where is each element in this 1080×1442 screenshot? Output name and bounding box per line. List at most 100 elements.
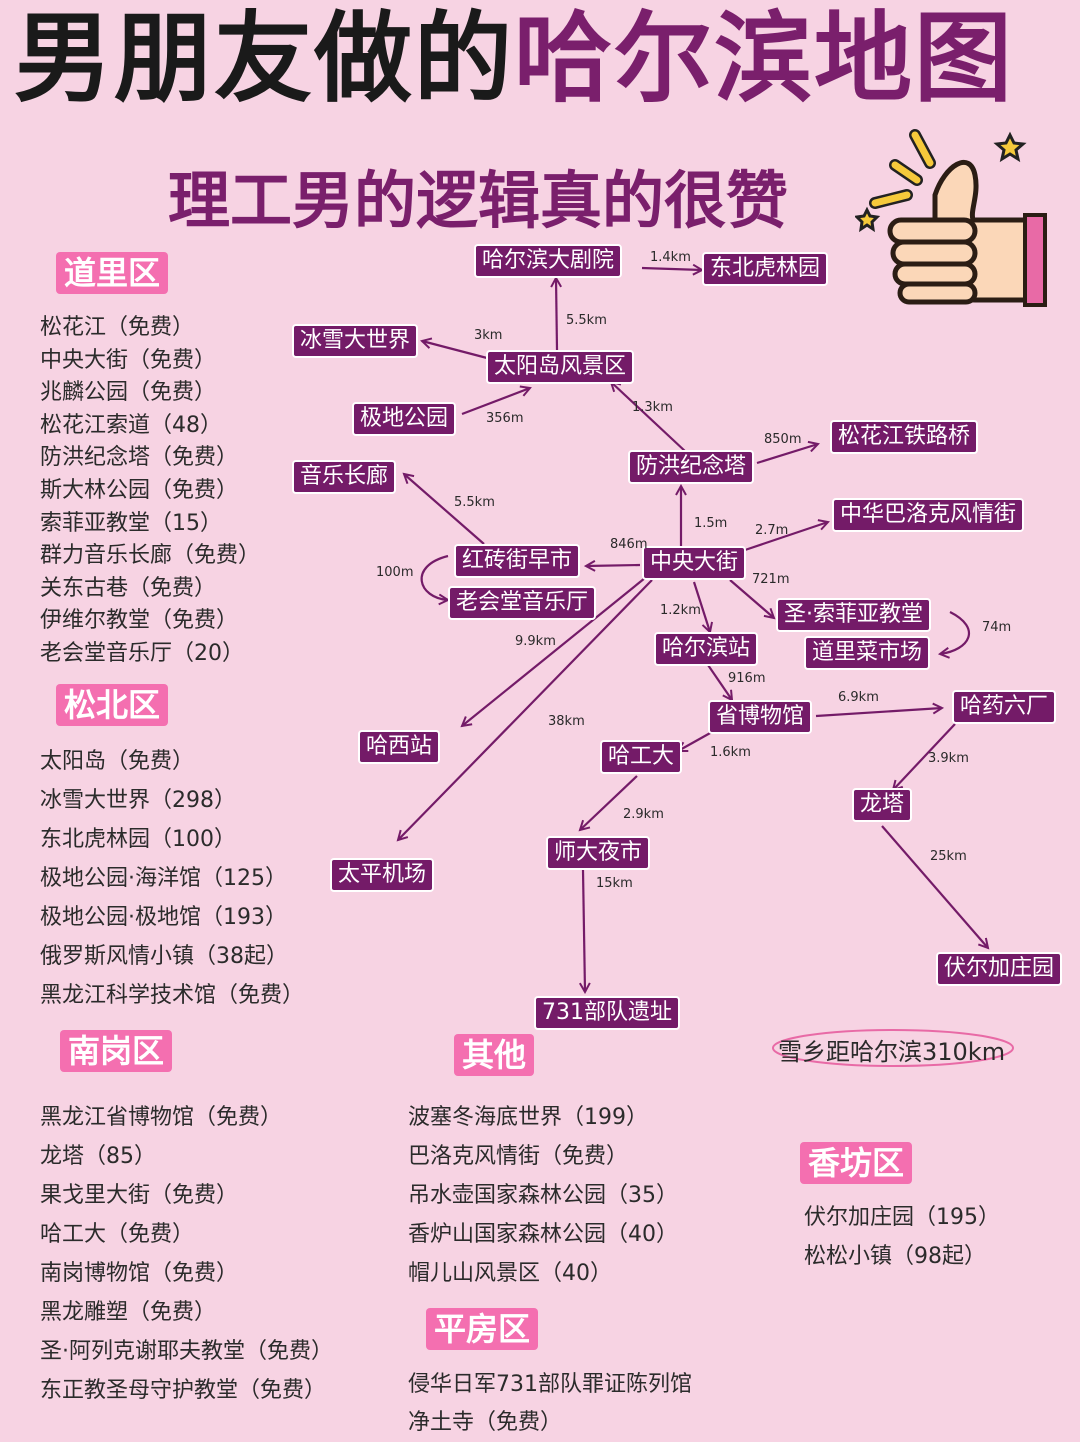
arrow-central-baroque <box>744 522 828 552</box>
node-brick-market: 红砖街早市 <box>454 544 581 578</box>
list-item: 圣·阿列克谢耶夫教堂（免费） <box>40 1339 333 1364</box>
list-item: 龙塔（85） <box>40 1144 156 1169</box>
badge-xiangfang: 香坊区 <box>800 1142 913 1185</box>
arrow-brick-music <box>404 474 485 545</box>
list-item: 吊水壶国家森林公园（35） <box>408 1183 678 1208</box>
list-daoli: 松花江（免费）中央大街（免费）兆麟公园（免费）松花江索道（48）防洪纪念塔（免费… <box>40 312 260 671</box>
list-nangang: 黑龙江省博物馆（免费） 龙塔（85） 果戈里大街（免费） 哈工大（免费） 南岗博物馆（免… <box>40 1098 333 1410</box>
list-item: 伏尔加庄园（195） <box>804 1205 1000 1230</box>
list-item: 果戈里大街（免费） <box>40 1183 239 1208</box>
list-item: 关东古巷（免费） <box>40 575 217 601</box>
dist-brick-music: 5.5km <box>454 495 495 510</box>
list-item: 极地公园·极地馆（193） <box>40 905 287 930</box>
list-item: 极地公园·海洋馆（125） <box>40 866 287 891</box>
list-item: 侵华日军731部队罪证陈列馆 <box>408 1372 692 1397</box>
page-subtitle: 理工男的逻辑真的很赞 <box>168 164 789 237</box>
node-tiger-park: 东北虎林园 <box>702 252 829 286</box>
node-grand-theatre: 哈尔滨大剧院 <box>474 244 623 278</box>
dist-central-flood: 1.5m <box>694 516 728 531</box>
list-item: 香炉山国家森林公园（40） <box>408 1222 678 1247</box>
list-xiangfang: 伏尔加庄园（195） 松松小镇（98起） <box>804 1198 1000 1276</box>
node-flood-tower: 防洪纪念塔 <box>628 450 755 484</box>
list-item: 黑龙江科学技术馆（免费） <box>40 983 305 1008</box>
arrow-pharma-dragon <box>893 723 956 790</box>
list-item: 南岗博物馆（免费） <box>40 1261 239 1286</box>
node-old-hall: 老会堂音乐厅 <box>448 586 597 620</box>
dist-pharma-dragon: 3.9km <box>928 751 969 766</box>
list-item: 哈工大（免费） <box>40 1222 195 1247</box>
dist-museum-hit: 1.6km <box>710 745 751 760</box>
badge-daoli: 道里区 <box>56 252 169 295</box>
node-airport: 太平机场 <box>330 858 435 892</box>
arrow-central-weststation <box>462 577 646 726</box>
arrow-central-station <box>692 581 710 632</box>
arrow-central-brick <box>586 565 641 566</box>
node-polar-park: 极地公园 <box>352 402 457 436</box>
dist-central-baroque: 2.7m <box>755 523 789 538</box>
list-item: 黑龙雕塑（免费） <box>40 1300 217 1325</box>
note-circle <box>772 1029 1014 1067</box>
page-title: 男朋友做的哈尔滨地图 <box>14 8 1014 111</box>
dist-central-brick: 846m <box>610 537 648 552</box>
arrow-sun-theatre <box>556 278 557 351</box>
node-pharma-factory: 哈药六厂 <box>952 690 1057 724</box>
node-music-gallery: 音乐长廊 <box>292 460 397 494</box>
arrow-flood-sun <box>611 382 687 453</box>
list-item: 太阳岛（免费） <box>40 749 195 774</box>
dist-sophia-market: 74m <box>982 620 1012 635</box>
list-item: 老会堂音乐厅（20） <box>40 640 244 666</box>
list-item: 防洪纪念塔（免费） <box>40 445 239 471</box>
node-railway-bridge: 松花江铁路桥 <box>830 420 979 454</box>
list-item: 黑龙江省博物馆（免费） <box>40 1105 283 1130</box>
arrow-museum-hit <box>678 731 713 751</box>
badge-nangang: 南岗区 <box>60 1030 173 1073</box>
dist-central-station: 1.2km <box>660 603 701 618</box>
arrow-station-museum <box>707 664 732 700</box>
badge-songbei: 松北区 <box>56 684 169 727</box>
list-item: 松松小镇（98起） <box>804 1244 986 1269</box>
arrow-sun-ice <box>422 341 488 360</box>
list-item: 波塞冬海底世界（199） <box>408 1105 648 1130</box>
node-hit: 哈工大 <box>600 740 683 774</box>
node-ice-world: 冰雪大世界 <box>292 324 419 358</box>
list-songbei: 太阳岛（免费）冰雪大世界（298）东北虎林园（100）极地公园·海洋馆（125）… <box>40 742 304 1015</box>
list-item: 群力音乐长廊（免费） <box>40 543 261 569</box>
list-item: 巴洛克风情街（免费） <box>408 1144 629 1169</box>
dist-central-sophia: 721m <box>752 572 790 587</box>
arrow-museum-pharma <box>815 708 942 718</box>
sparkle-icon <box>855 129 1027 233</box>
arrow-central-sophia <box>729 579 774 618</box>
badge-other: 其他 <box>454 1034 535 1077</box>
thumbs-up-icon <box>855 129 1047 307</box>
node-central-street: 中央大街 <box>642 546 747 580</box>
arrow-polar-sun <box>461 388 530 416</box>
list-item: 斯大林公园（免费） <box>40 477 239 503</box>
badge-pingfang: 平房区 <box>426 1308 539 1351</box>
node-baroque-street: 中华巴洛克风情街 <box>832 498 1025 532</box>
arrow-dragon-volga <box>881 825 988 948</box>
xuexiang-note: 雪乡距哈尔滨310km <box>778 1038 1006 1066</box>
node-museum: 省博物馆 <box>708 700 813 734</box>
node-unit731: 731部队遗址 <box>534 996 680 1030</box>
list-pingfang: 侵华日军731部队罪证陈列馆净土寺（免费） <box>408 1366 692 1442</box>
dist-theatre-tiger: 1.4km <box>650 250 691 265</box>
dist-hit-nightmarket: 2.9km <box>623 807 664 822</box>
title-part1: 男朋友做的 <box>14 2 515 116</box>
list-item: 中央大街（免费） <box>40 347 217 373</box>
arrow-central-airport <box>398 579 653 840</box>
dist-sun-theatre: 5.5km <box>566 313 607 328</box>
arrow-flood-bridge <box>756 444 818 465</box>
title-part2: 哈尔滨地图 <box>514 2 1015 116</box>
node-west-station: 哈西站 <box>358 730 441 764</box>
list-item: 俄罗斯风情小镇（38起） <box>40 944 288 969</box>
dist-central-airport: 38km <box>548 714 585 729</box>
list-other: 波塞冬海底世界（199） 巴洛克风情街（免费） 吊水壶国家森林公园（35） 香炉山国家… <box>408 1098 678 1293</box>
list-item: 松花江索道（48） <box>40 412 222 438</box>
dist-flood-bridge: 850m <box>764 432 802 447</box>
dist-station-museum: 916m <box>728 671 766 686</box>
node-sophia-church: 圣·索菲亚教堂 <box>776 598 931 632</box>
node-harbin-station: 哈尔滨站 <box>654 632 759 666</box>
arrow-brick-oldhall <box>420 554 448 600</box>
node-sun-island: 太阳岛风景区 <box>486 350 635 384</box>
